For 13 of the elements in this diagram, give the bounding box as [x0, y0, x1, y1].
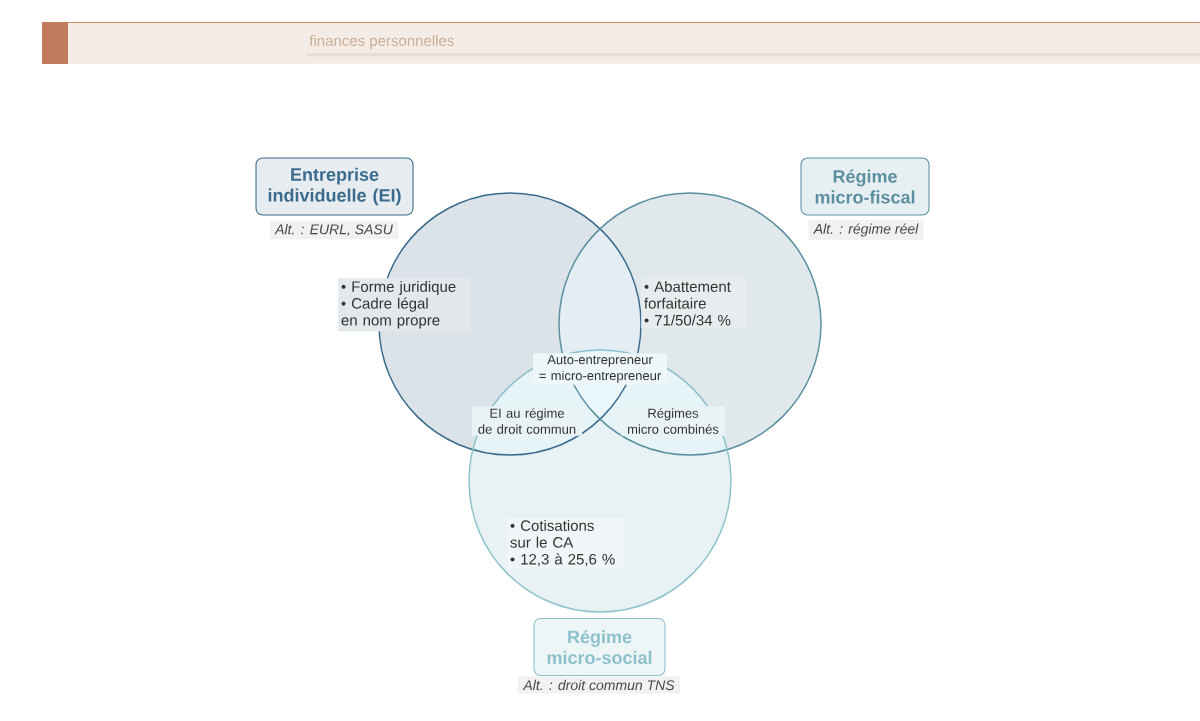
note-text: Alt. : régime réel: [808, 220, 924, 240]
title-box: Régime micro-social: [533, 617, 666, 677]
bullet-list: • Cotisations sur le CA • 12,3 à 25,6 %: [507, 517, 625, 569]
title-box: Entreprise individuelle (EI): [255, 157, 414, 216]
title-box: Régime micro-fiscal: [800, 157, 930, 216]
region-label: Auto-entrepreneur = micro-entrepreneur: [533, 353, 667, 385]
note-text: Alt. : droit commun TNS: [518, 676, 680, 694]
region-label: EI au régime de droit commun: [472, 406, 582, 436]
tagline: finances personnelles: [309, 35, 454, 49]
region-label: Régimes micro combinés: [621, 406, 725, 436]
note-text: Alt. : EURL, SASU: [269, 220, 399, 240]
bullet-list: • Forme juridique • Cadre légal en nom propre: [338, 278, 470, 332]
bullet-list: • Abattement forfaitaire • 71/50/34 %: [641, 278, 747, 329]
